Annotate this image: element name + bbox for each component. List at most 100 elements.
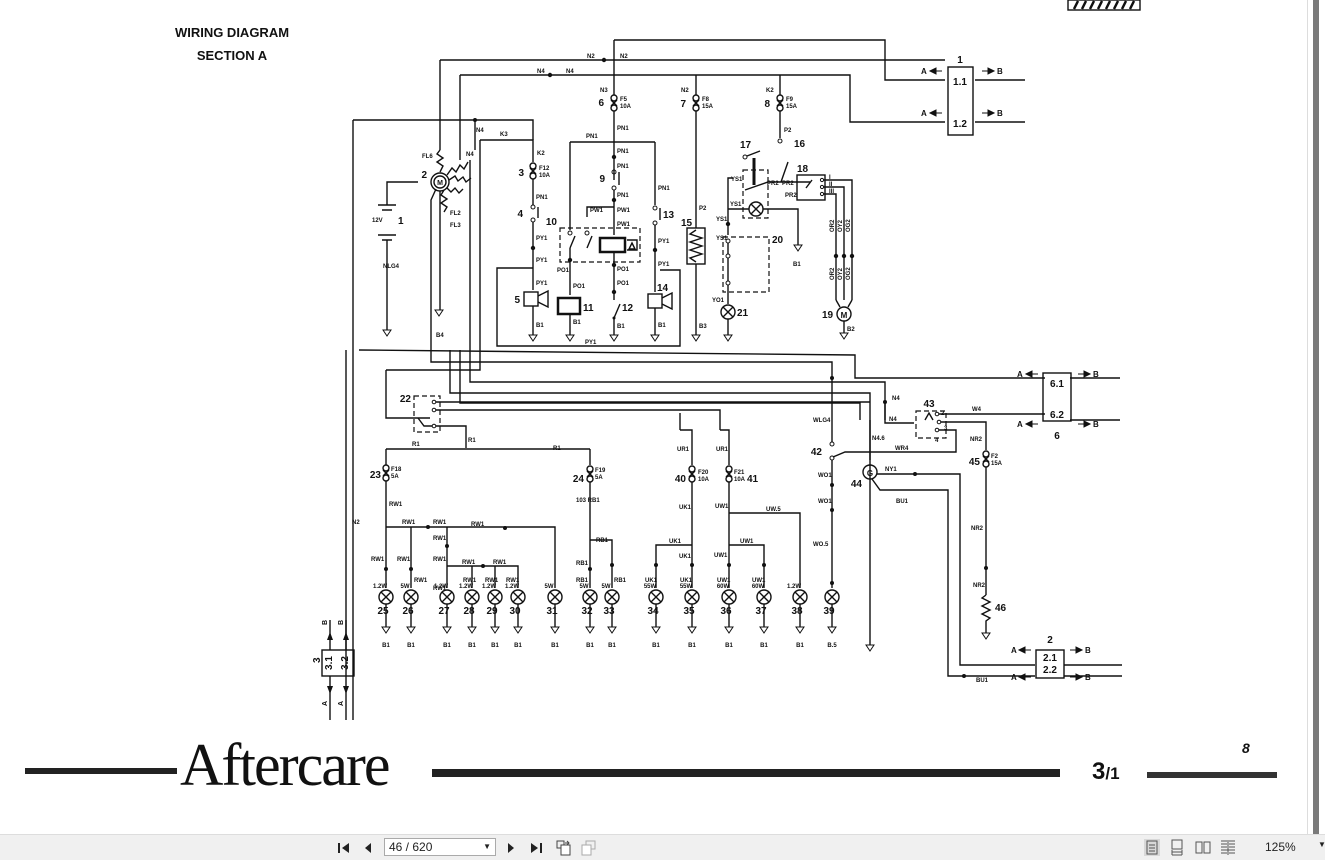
view-facing-button[interactable]: [1195, 839, 1211, 856]
zoom-dropdown-icon[interactable]: ▼: [1318, 840, 1325, 849]
lamp-wattage: 1.2W: [787, 584, 801, 590]
svg-text:UK1: UK1: [645, 578, 658, 584]
svg-text:22: 22: [400, 394, 412, 405]
svg-text:YS1: YS1: [716, 217, 728, 223]
fuse-3: 3 F12 10A: [518, 162, 551, 180]
svg-text:UR1: UR1: [716, 447, 729, 453]
ground-icon: [467, 626, 477, 634]
svg-text:OY2: OY2: [838, 267, 844, 280]
previous-view-icon: [556, 840, 571, 855]
svg-text:PN1: PN1: [617, 193, 629, 199]
last-page-button[interactable]: [528, 839, 544, 856]
ground-icon: [687, 626, 697, 634]
svg-text:15A: 15A: [991, 461, 1003, 467]
svg-text:103 RB1: 103 RB1: [576, 498, 600, 504]
ground-wire-label: B1: [491, 643, 499, 649]
zoom-level-select[interactable]: 125%: [1265, 840, 1296, 854]
svg-text:5A: 5A: [595, 475, 603, 481]
svg-text:R1: R1: [553, 446, 561, 452]
svg-text:B2: B2: [847, 327, 855, 333]
svg-text:N3: N3: [600, 88, 608, 94]
vertical-scrollbar[interactable]: [1307, 0, 1325, 834]
svg-text:14: 14: [657, 283, 669, 294]
svg-text:RW1: RW1: [402, 520, 416, 526]
svg-text:UW1: UW1: [717, 578, 731, 584]
view-single-page-button[interactable]: [1144, 839, 1160, 856]
svg-text:BU1: BU1: [896, 499, 909, 505]
lamp-number: 30: [509, 606, 521, 617]
svg-text:7: 7: [680, 99, 686, 110]
page-tab-marker: [1067, 0, 1141, 11]
svg-text:PO1: PO1: [573, 284, 586, 290]
svg-text:4: 4: [935, 438, 939, 444]
svg-text:PW1: PW1: [590, 208, 604, 214]
svg-text:PO1: PO1: [557, 268, 570, 274]
alternator-2: M 22 2 FL6 FL2 FL3 NLG4 B4: [383, 149, 472, 350]
wiper-motor-21: M 19 B2: [822, 306, 855, 333]
view-continuous-facing-button[interactable]: [1220, 839, 1236, 856]
svg-text:RB1: RB1: [614, 578, 627, 584]
svg-text:3: 3: [312, 657, 323, 663]
connector-1: 1 1.1 1.2 A B A B: [921, 55, 1003, 136]
next-view-button[interactable]: [580, 839, 598, 856]
svg-text:PN1: PN1: [536, 195, 548, 201]
previous-page-button[interactable]: [361, 839, 375, 856]
svg-text:NR2: NR2: [973, 583, 986, 589]
svg-text:RW1: RW1: [397, 557, 411, 563]
ground-wire-label: B1: [551, 643, 559, 649]
svg-text:40: 40: [675, 474, 687, 485]
document-page: WIRING DIAGRAM SECTION A N2 N2 N4 N4 1 1…: [25, 0, 1277, 798]
svg-text:F5: F5: [620, 97, 628, 103]
svg-text:P2: P2: [699, 206, 707, 212]
svg-text:FL3: FL3: [450, 223, 461, 229]
first-page-icon: [338, 842, 349, 853]
svg-text:10A: 10A: [620, 104, 632, 110]
svg-text:B1: B1: [573, 320, 581, 326]
ground-symbols-top: [382, 309, 849, 342]
ground-wire-label: B1: [725, 643, 733, 649]
svg-text:RW1: RW1: [371, 557, 385, 563]
ground-icon: [651, 626, 661, 634]
svg-text:4: 4: [517, 209, 523, 220]
generator-44: G 44 NY1 BU1 BU1: [851, 464, 1035, 684]
ground-wire-label: B1: [443, 643, 451, 649]
first-page-button[interactable]: [336, 839, 352, 856]
ground-wire-label: B1: [468, 643, 476, 649]
lamp-number: 36: [720, 606, 732, 617]
lamp-wattage: 55W: [680, 584, 693, 590]
view-continuous-button[interactable]: [1169, 839, 1185, 856]
page-number-select[interactable]: 46 / 620 ▼: [384, 838, 496, 856]
svg-text:1: 1: [398, 216, 404, 227]
svg-text:III: III: [829, 189, 834, 195]
horn-14: 14 B1: [647, 283, 673, 335]
svg-text:A: A: [1011, 673, 1017, 682]
svg-text:6.1: 6.1: [1050, 379, 1064, 390]
lamp-number: 35: [683, 606, 695, 617]
svg-text:1: 1: [957, 55, 963, 66]
fuse-41: 41 F21 10A: [725, 465, 759, 485]
fuse-23: 23 F18 5A: [370, 449, 402, 482]
svg-text:YS1: YS1: [730, 202, 742, 208]
svg-text:23: 23: [370, 470, 382, 481]
svg-text:RB1: RB1: [596, 538, 609, 544]
pdf-viewer-toolbar: 46 / 620 ▼ 125% ▼: [0, 834, 1325, 860]
fuse-7: 7 F8 15A: [680, 94, 714, 112]
svg-text:41: 41: [747, 474, 759, 485]
svg-text:9: 9: [599, 174, 605, 185]
ground-icon: [827, 626, 837, 634]
previous-view-button[interactable]: [555, 839, 573, 856]
svg-text:UW1: UW1: [740, 539, 754, 545]
heater-element-15: 15: [681, 218, 706, 265]
svg-text:5A: 5A: [391, 474, 399, 480]
svg-text:18: 18: [797, 164, 809, 175]
wiring-diagram: WIRING DIAGRAM SECTION A N2 N2 N4 N4 1 1…: [25, 0, 1277, 798]
svg-text:B: B: [1093, 420, 1099, 429]
scrollbar-thumb[interactable]: [1313, 0, 1319, 834]
next-page-button[interactable]: [504, 839, 518, 856]
lamp-39: 39B.5: [823, 589, 840, 649]
svg-text:W4: W4: [972, 407, 982, 413]
